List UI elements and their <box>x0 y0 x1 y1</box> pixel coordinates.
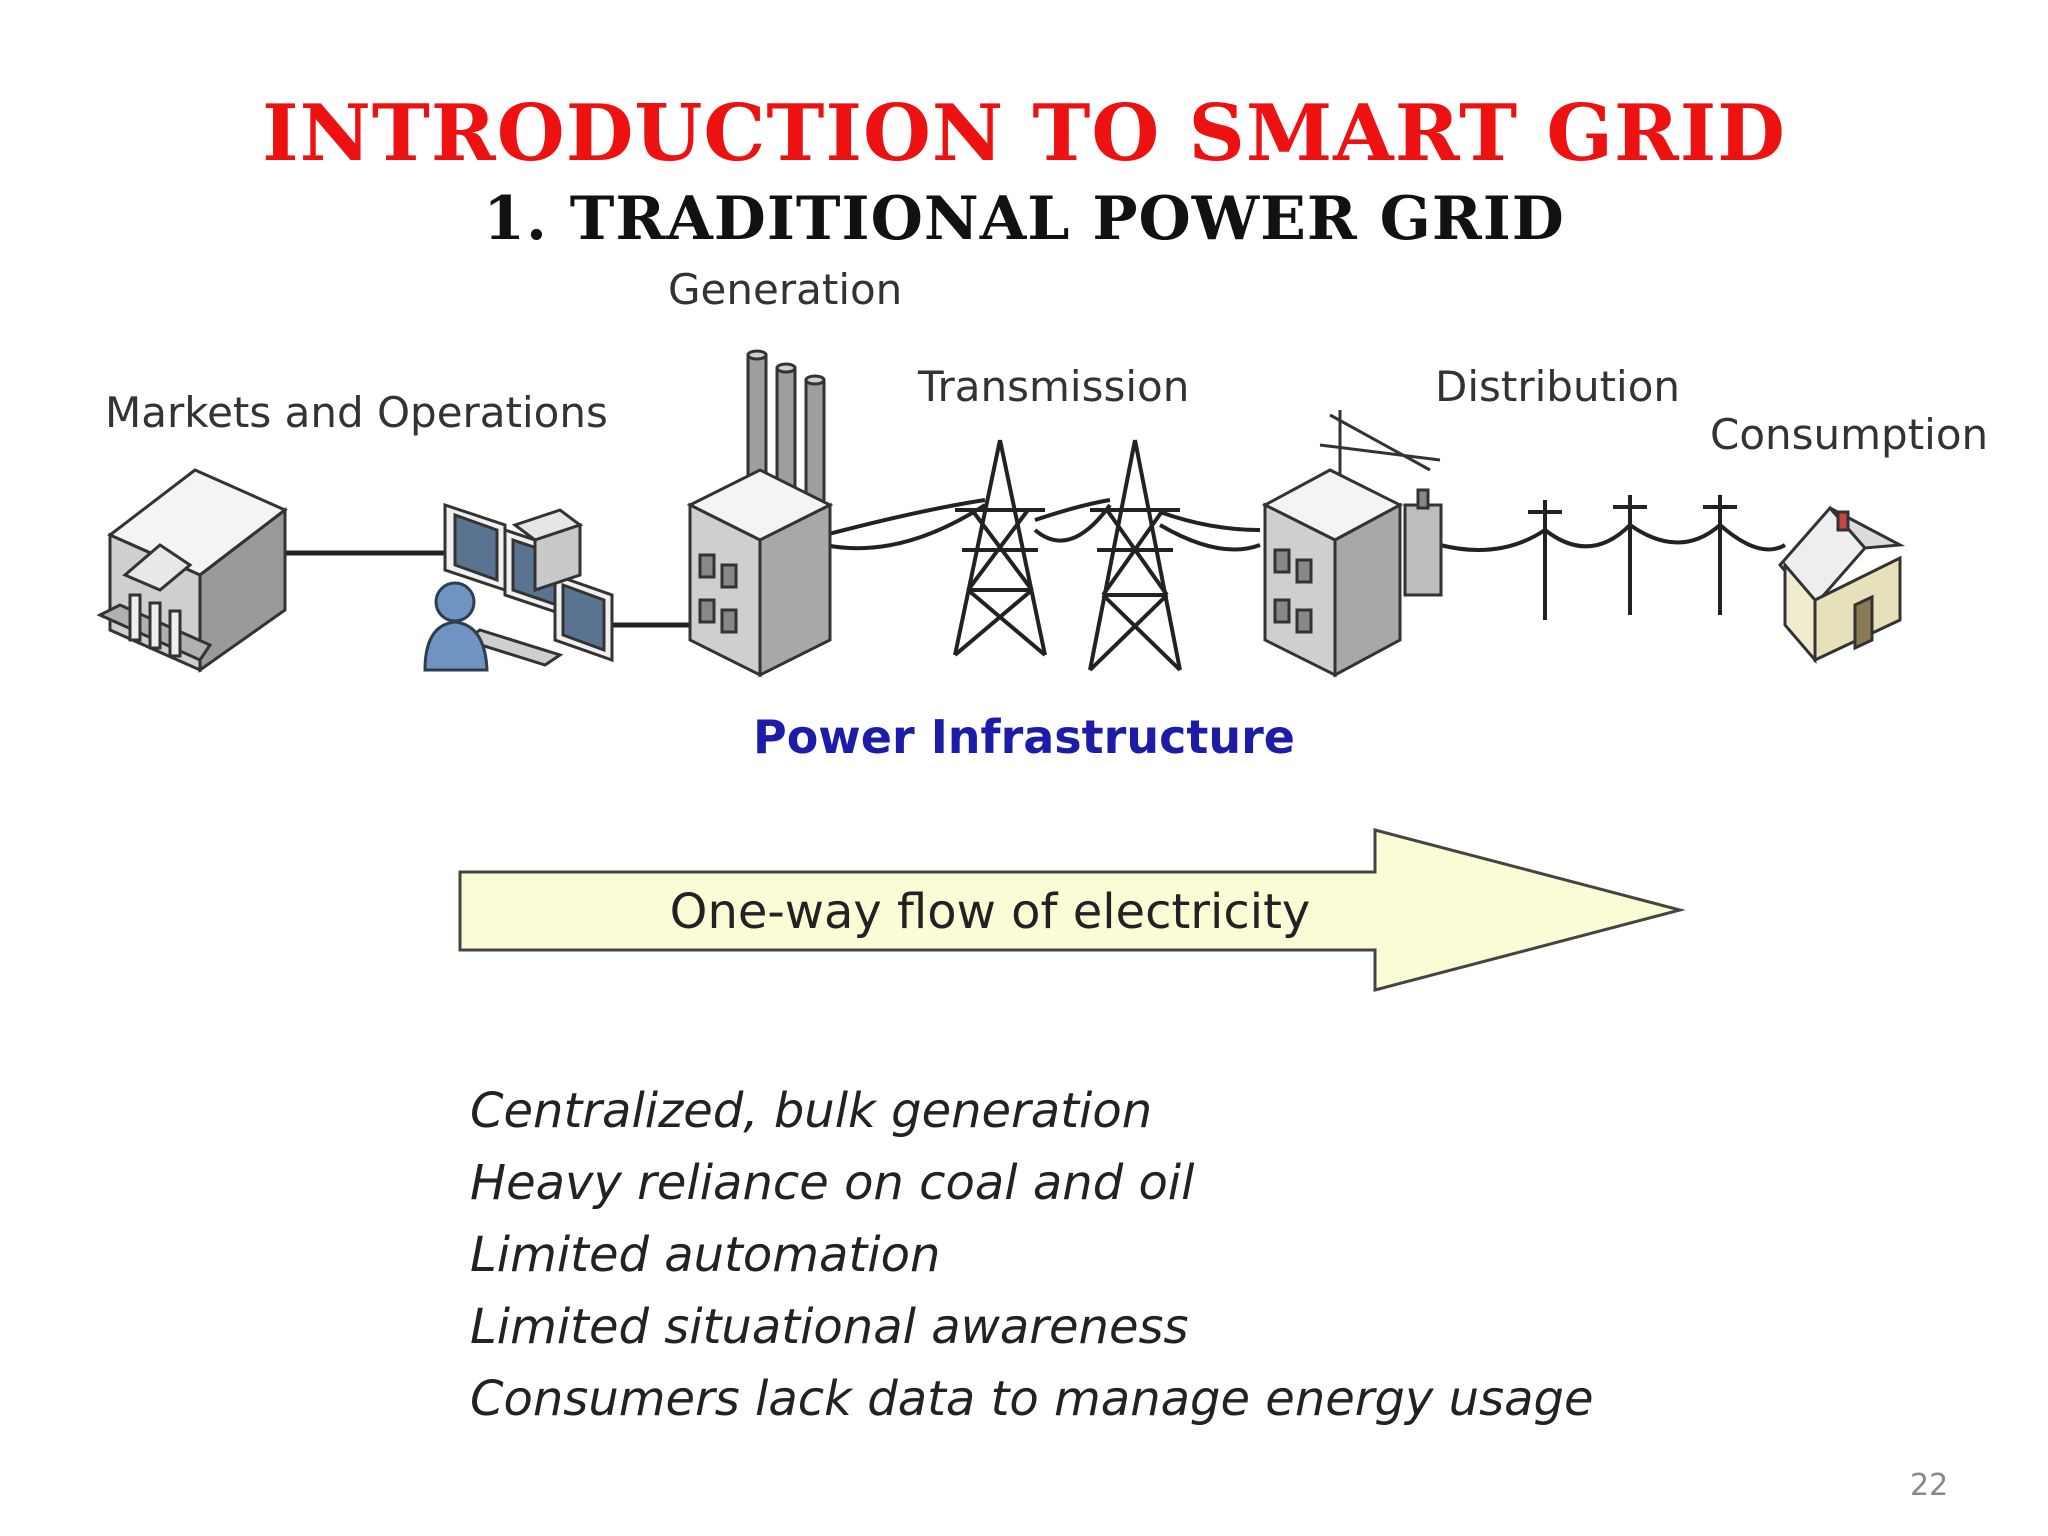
connection-lines <box>285 550 690 628</box>
distribution-pole-icon <box>1703 495 1737 615</box>
flow-arrow-shape <box>458 828 1686 992</box>
house-icon <box>1778 505 1906 665</box>
stage-label-consumption: Consumption <box>1710 410 1989 459</box>
power-plant-icon <box>686 349 834 678</box>
operator-person-icon <box>423 581 489 672</box>
characteristics-list: Centralized, bulk generation Heavy relia… <box>470 1075 1594 1435</box>
stage-label-generation: Generation <box>668 265 903 314</box>
transmission-tower-icon <box>1088 439 1182 672</box>
distribution-pole-icon <box>1613 495 1647 615</box>
slide-title: INTRODUCTION TO SMART GRID <box>262 88 1786 179</box>
list-item: Heavy reliance on coal and oil <box>470 1155 1195 1211</box>
list-item: Limited situational awareness <box>470 1299 1189 1355</box>
page-number: 22 <box>1910 1468 1949 1503</box>
operator-workstation-icon <box>443 502 614 667</box>
market-building-icon <box>96 468 288 673</box>
power-lines <box>824 498 1787 552</box>
list-item: Consumers lack data to manage energy usa… <box>470 1371 1594 1427</box>
slide-subtitle: 1. TRADITIONAL POWER GRID <box>483 184 1565 254</box>
stage-label-transmission: Transmission <box>918 362 1190 411</box>
substation-icon <box>1261 410 1443 678</box>
stage-label-distribution: Distribution <box>1435 362 1681 411</box>
flow-arrow-label: One-way flow of electricity <box>669 884 1311 940</box>
flow-arrow <box>458 828 1686 992</box>
list-item: Limited automation <box>470 1227 941 1283</box>
transmission-tower-icon <box>953 439 1047 657</box>
list-item: Centralized, bulk generation <box>470 1083 1153 1139</box>
stage-label-markets: Markets and Operations <box>105 388 608 437</box>
infrastructure-label: Power Infrastructure <box>752 710 1295 764</box>
distribution-pole-icon <box>1528 500 1562 620</box>
